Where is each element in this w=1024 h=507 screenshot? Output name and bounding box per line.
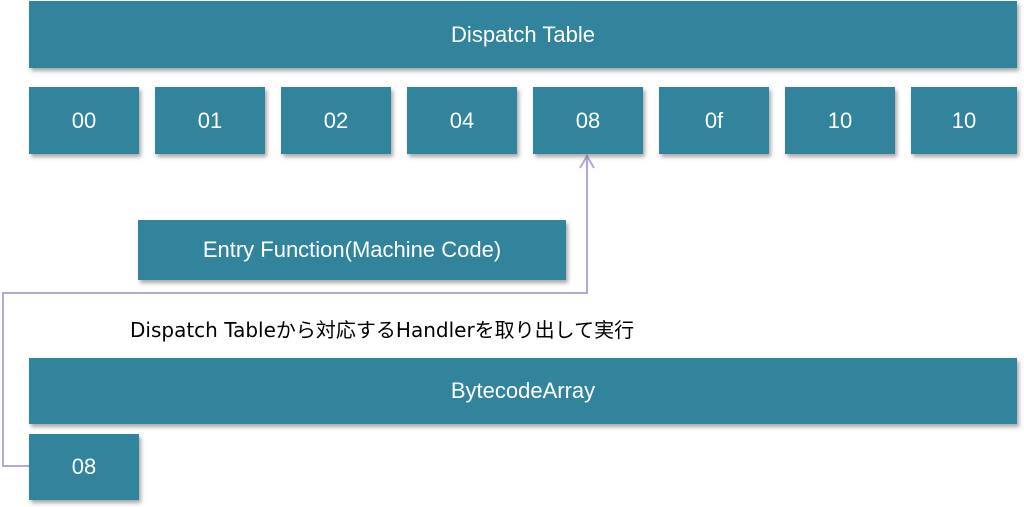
dispatch-table-cell: 02 [281,87,391,154]
dispatch-table-cell: 10 [785,87,895,154]
dispatch-table-cell: 0f [659,87,769,154]
dispatch-table-cell: 08 [533,87,643,154]
bytecode-array-header: BytecodeArray [29,358,1017,424]
lookup-arrow-head [579,154,595,169]
bytecode-array-cell: 08 [29,434,139,500]
entry-function-box: Entry Function(Machine Code) [138,220,566,280]
dispatch-table-header: Dispatch Table [29,1,1017,68]
dispatch-table-cell: 01 [155,87,265,154]
lookup-arrow-line [2,158,588,467]
dispatch-table-cell: 00 [29,87,139,154]
caption-text: Dispatch Tableから対応するHandlerを取り出して実行 [130,318,635,342]
dispatch-table-cell: 04 [407,87,517,154]
dispatch-table-cell: 10 [911,87,1017,154]
